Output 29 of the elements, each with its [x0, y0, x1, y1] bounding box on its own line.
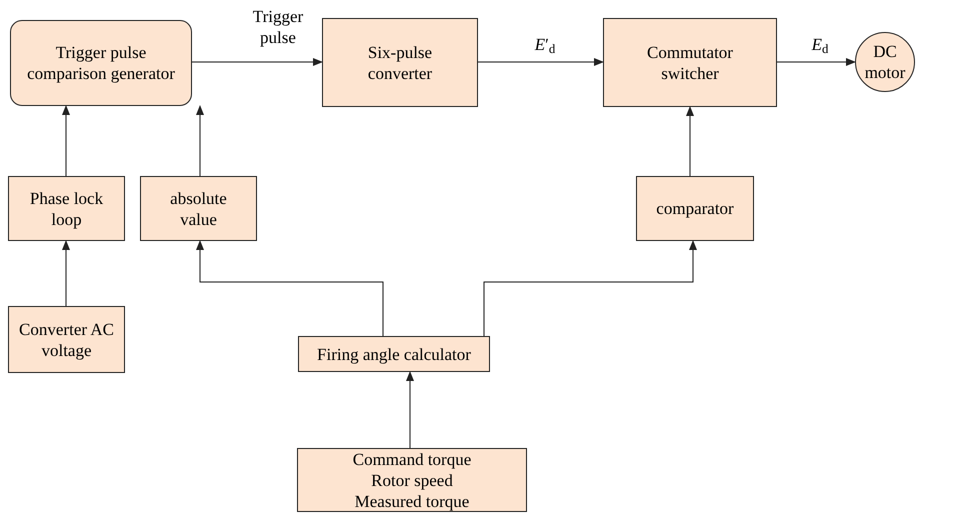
process-box	[8, 176, 125, 241]
box-text: DC motor	[864, 41, 906, 83]
arrow	[196, 105, 204, 176]
process-box	[140, 176, 257, 241]
arrow	[406, 371, 414, 448]
box-text: Six-pulse converter	[366, 42, 434, 84]
arrow	[62, 105, 70, 176]
process-box	[8, 306, 125, 373]
arrow	[776, 58, 856, 66]
process-box	[297, 448, 527, 512]
arrow	[484, 240, 697, 336]
box-text: Converter AC voltage	[19, 318, 114, 360]
box-text: Phase lock loop	[28, 188, 104, 230]
box-text: Trigger pulse comparison generator	[26, 42, 176, 84]
arrow	[196, 240, 384, 336]
box-text: absolute value	[169, 188, 228, 230]
box-text: comparator	[656, 198, 734, 219]
process-box	[603, 18, 777, 107]
box-text: Command torque Rotor speed Measured torque	[352, 448, 472, 512]
box-text: Commutator switcher	[646, 42, 734, 84]
box-text: Firing angle calculator	[317, 344, 471, 364]
process-box	[322, 18, 478, 107]
process-box	[10, 20, 192, 106]
arrow	[62, 240, 70, 306]
arrow	[192, 58, 323, 66]
arrow	[478, 58, 604, 66]
process-box	[636, 176, 754, 241]
arrow	[686, 106, 694, 176]
process-box	[298, 336, 490, 372]
